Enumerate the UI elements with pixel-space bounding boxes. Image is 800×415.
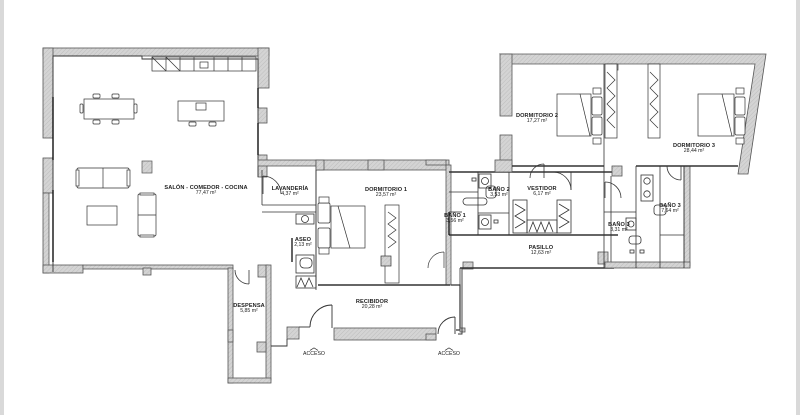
kitchen-island bbox=[177, 100, 225, 127]
recibidor-lines bbox=[271, 268, 463, 347]
column bbox=[141, 160, 153, 174]
room-label-pasillo: PASILLO 12,63 m² bbox=[528, 245, 554, 257]
salon-outline bbox=[52, 55, 259, 272]
wardrobes-dormitorio-2-3 bbox=[604, 63, 661, 139]
wardrobe-dormitorio-1 bbox=[380, 204, 400, 284]
door-arc bbox=[427, 251, 445, 269]
dorm1-lines bbox=[315, 170, 450, 286]
recibidor-walls bbox=[286, 326, 466, 341]
room-label-lavanderia: LAVANDERÍA 4,37 m² bbox=[271, 186, 309, 198]
room-label-salon: SALÓN - COMEDOR - COCINA 77,47 m² bbox=[164, 185, 248, 197]
bed-dormitorio-1 bbox=[317, 196, 366, 255]
left-border bbox=[0, 0, 4, 415]
chevron-up-icon: ︿ bbox=[309, 342, 319, 352]
room-label-dormitorio-3: DORMITORIO 3 28,44 m² bbox=[672, 143, 716, 155]
room-label-bano-3: BAÑO 3 7,64 m² bbox=[659, 203, 681, 215]
dining-table bbox=[79, 93, 138, 125]
room-label-dormitorio-2: DORMITORIO 2 17,27 m² bbox=[515, 113, 559, 125]
right-wing-walls bbox=[494, 53, 767, 269]
sofa-vertical bbox=[137, 192, 157, 238]
room-label-bano-2: BAÑO 2 3,53 m² bbox=[488, 187, 510, 199]
room-label-aseo: ASEO 2,13 m² bbox=[294, 237, 312, 249]
salon-walls bbox=[42, 47, 270, 278]
bath-block-lines bbox=[448, 171, 618, 236]
entrance-acceso-1: ︿ ACCESO bbox=[303, 342, 325, 358]
right-wing-lines bbox=[512, 64, 738, 268]
coffee-table bbox=[86, 205, 118, 226]
room-label-bano-1: BAÑO 1 3,56 m² bbox=[444, 213, 466, 225]
kitchen-counter bbox=[151, 56, 257, 72]
right-border bbox=[796, 0, 800, 415]
room-label-bano-3-small: BAÑO 3 3,31 m² bbox=[608, 222, 630, 234]
bed-dormitorio-2 bbox=[556, 87, 603, 145]
room-label-vestidor: VESTIDOR 6,17 m² bbox=[527, 186, 557, 198]
room-label-recibidor: RECIBIDOR 20,28 m² bbox=[355, 299, 389, 311]
bed-dormitorio-3 bbox=[697, 87, 746, 145]
sofa-horizontal bbox=[75, 167, 131, 189]
chevron-up-icon: ︿ bbox=[444, 342, 454, 352]
room-label-despensa: DESPENSA 5,85 m² bbox=[233, 303, 265, 315]
room-label-dormitorio-1: DORMITORIO 1 23,57 m² bbox=[364, 187, 408, 199]
pasillo-walls bbox=[462, 251, 609, 270]
entrance-acceso-2: ︿ ACCESO bbox=[438, 342, 460, 358]
